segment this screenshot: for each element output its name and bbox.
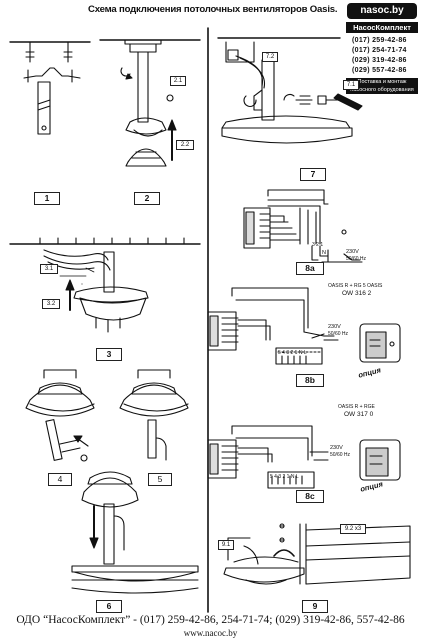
step2-canopy-drawing — [99, 39, 201, 167]
callout-9-2: 9.2 x3 — [340, 524, 366, 534]
8c-header: OASIS R + RGE — [338, 404, 375, 410]
step-2-badge: 2 — [134, 192, 160, 205]
footer-website[interactable]: www.nacoc.by — [183, 628, 238, 638]
page-title: Схема подключения потолочных вентиляторо… — [88, 4, 338, 15]
logo-phone-1: (017) 259-42-86 — [352, 37, 407, 44]
step-9-badge: 9 — [302, 600, 328, 613]
8b-header: OASIS R + RG 5 OASIS — [328, 283, 383, 289]
step4-motor-drawing — [25, 369, 95, 462]
step5-motor-drawing — [119, 369, 189, 461]
8a-frequency: 50/60 Hz — [346, 256, 367, 262]
callout-7-2: 7.2 — [262, 52, 278, 62]
8a-n-label: N — [322, 250, 326, 256]
step-3-badge: 3 — [96, 348, 122, 361]
8c-frequency: 50/60 Hz — [330, 452, 351, 458]
8b-voltage: 230V — [328, 324, 341, 330]
8a-terminal-nums: 3 2 1 — [312, 242, 324, 248]
footer-contacts: ОДО “НасосКомплект” - (017) 259-42-86, 2… — [16, 614, 405, 626]
8c-terminal-labels: 5 4 3 2 1 N L — [270, 474, 299, 480]
step6-fan-drawing — [71, 471, 199, 594]
step9-assembly-drawing — [223, 523, 411, 585]
step-8a-badge: 8a — [296, 262, 324, 275]
logo-site: nasoc.by — [347, 3, 417, 19]
step8c-wiring-drawing — [207, 425, 401, 489]
8b-terminal-labels: 5 4 3 2 1 N L — [278, 350, 307, 356]
8a-voltage: 230V — [346, 249, 359, 255]
callout-7-1: 7.1 — [343, 80, 359, 90]
step7-wiring-drawing — [217, 37, 363, 144]
step-4-badge: 4 — [48, 473, 72, 486]
8c-model: OW 317 0 — [344, 411, 374, 418]
8b-model: OW 316 2 — [342, 290, 372, 297]
step-8c-badge: 8c — [296, 490, 324, 503]
step-1-badge: 1 — [34, 192, 60, 205]
8c-voltage: 230V — [330, 445, 343, 451]
step-5-badge: 5 — [148, 473, 172, 486]
logo-slogan: Поставка и монтаж насосного оборудования — [346, 78, 418, 94]
logo-phone-3: (029) 319-42-86 — [352, 57, 407, 64]
step-7-badge: 7 — [300, 168, 326, 181]
logo-phone-4: (029) 557-42-86 — [352, 67, 407, 74]
callout-2-2: 2.2 — [176, 140, 194, 150]
callout-2-1: 2.1 — [170, 76, 186, 86]
step8a-wiring-drawing — [243, 189, 363, 263]
callout-9-1: 9.1 — [218, 540, 234, 550]
callout-3-2: 3.2 — [42, 299, 60, 309]
logo-brand: НасосКомплект — [346, 22, 418, 33]
step-8b-badge: 8b — [296, 374, 324, 387]
step8b-wiring-drawing — [207, 287, 401, 365]
step1-bracket-drawing — [9, 41, 91, 135]
step-6-badge: 6 — [96, 600, 122, 613]
callout-3-1: 3.1 — [40, 264, 58, 274]
step3-wiring-drawing — [9, 237, 201, 333]
logo-phone-2: (017) 254-71-74 — [352, 47, 407, 54]
8b-frequency: 50/60 Hz — [328, 331, 349, 337]
